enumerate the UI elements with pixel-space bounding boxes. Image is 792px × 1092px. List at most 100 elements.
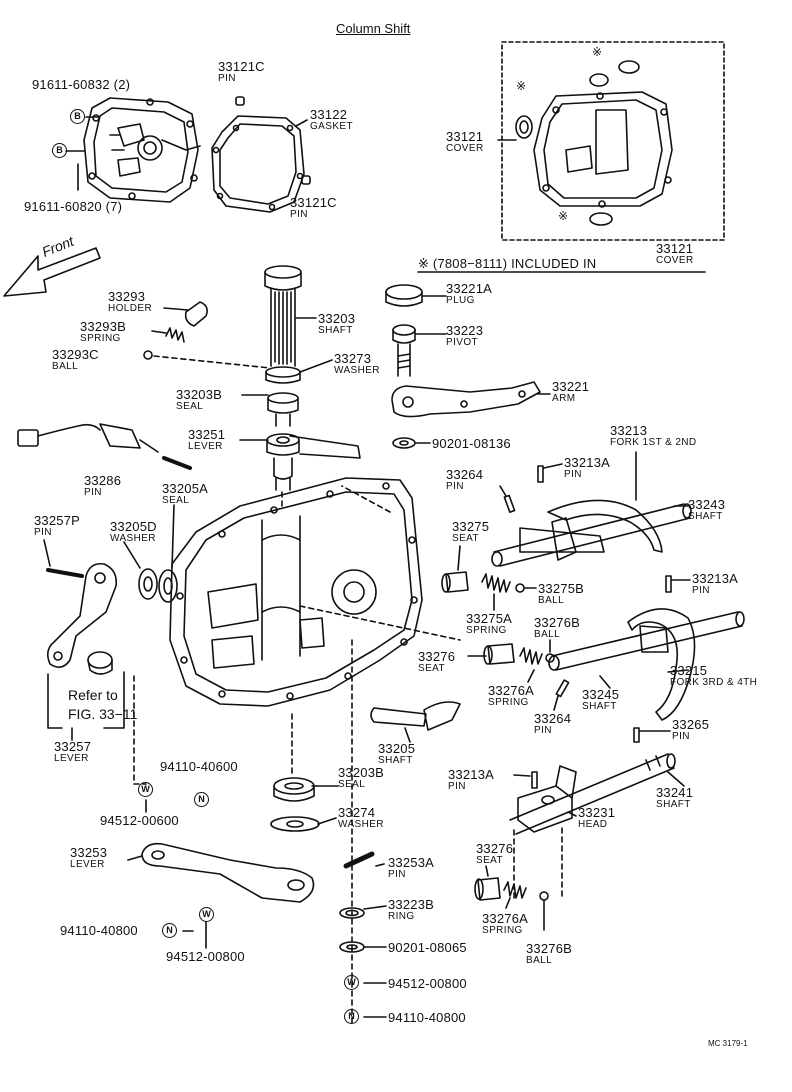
label-94512-00800-right: 94512-00800: [388, 976, 467, 991]
leader-33276A-bot: [505, 897, 511, 909]
seat-33275: [441, 571, 469, 593]
seat-33276-bottom: [474, 877, 501, 901]
front-arrow: [3, 247, 101, 297]
seat-33276-top: [483, 643, 515, 665]
pin-33121C-bot: [301, 175, 311, 185]
bolt-mark-w-94512-00800-left: W: [199, 907, 214, 922]
pivot-33223: [392, 324, 416, 377]
leader-33245: [599, 675, 611, 689]
leader-33276-bot: [485, 865, 489, 877]
fork-33213: [519, 499, 663, 561]
pin-33286: [162, 456, 192, 470]
included-parts-box: [501, 41, 725, 241]
leader-33205A: [171, 504, 175, 569]
cover-33121: [533, 91, 673, 208]
ball-33276B-top: [545, 653, 555, 663]
leader-33223B: [363, 905, 387, 910]
bolt-mark-w-94512-00600: W: [138, 782, 153, 797]
included-mark-3: ※: [558, 209, 569, 223]
lever-33251: [266, 433, 361, 491]
label-90201-08136: 90201-08136: [432, 436, 511, 451]
leader-33215: [667, 669, 689, 673]
leader-33293: [163, 307, 189, 311]
shaft-33241: [509, 753, 676, 835]
pin-33265: [633, 727, 640, 743]
lever-33253: [141, 842, 315, 903]
leader-33205: [404, 727, 411, 743]
shaft-33243: [491, 503, 692, 567]
shaft-33203: [264, 265, 302, 367]
arm-33221: [391, 381, 541, 418]
washer-90201-08136: [392, 437, 416, 449]
bolt-mark-w-94512-00800-right: W: [344, 975, 359, 990]
spring-33293B: [165, 327, 185, 343]
ball-33275B: [515, 583, 525, 593]
bolt-mark-n-94110-40800-left: N: [162, 923, 177, 938]
plug-33221A: [385, 284, 423, 307]
pin-33213A-1: [537, 465, 544, 483]
spring-33276A-bottom: [503, 881, 527, 899]
leader-33253: [127, 855, 143, 861]
label-94512-00600: 94512-00600: [100, 813, 179, 828]
head-33231: [517, 765, 577, 833]
ball-33276B-bottom: [539, 891, 549, 901]
leader-33293C: [153, 355, 271, 369]
switch-connector: [17, 423, 159, 453]
bushing-33257: [87, 651, 113, 675]
leader-33253A: [375, 863, 385, 867]
seal-33205A: [158, 569, 178, 603]
seal-33203B-bottom: [273, 777, 315, 802]
pin-33264-top: [503, 494, 516, 514]
seal-left-cover: [515, 115, 533, 139]
pin-33213A-3: [531, 771, 538, 789]
leader-33205D: [123, 541, 141, 569]
included-mark-1: ※: [592, 45, 603, 59]
plug-top-cover: [618, 60, 640, 74]
label-94110-40800-right: 94110-40800: [388, 1010, 466, 1025]
label-91611-60820: 91611-60820 (7): [24, 199, 123, 214]
ring-33223B: [339, 907, 365, 919]
washer-33274: [270, 816, 320, 832]
leader-33264-bot: [553, 695, 559, 711]
lever-33257: [46, 562, 118, 668]
shaft-33205: [370, 701, 461, 731]
spring-33276A-top: [519, 647, 543, 665]
seal-bottom-cover: [589, 212, 613, 226]
refer-bracket-l: [47, 673, 63, 729]
bolt-mark-n-94110-40600: N: [194, 792, 209, 807]
leader-33264-top: [499, 485, 507, 497]
gasket-33122: [211, 115, 305, 213]
holder-33293: [184, 301, 208, 327]
leader-33276A-top: [527, 669, 535, 683]
